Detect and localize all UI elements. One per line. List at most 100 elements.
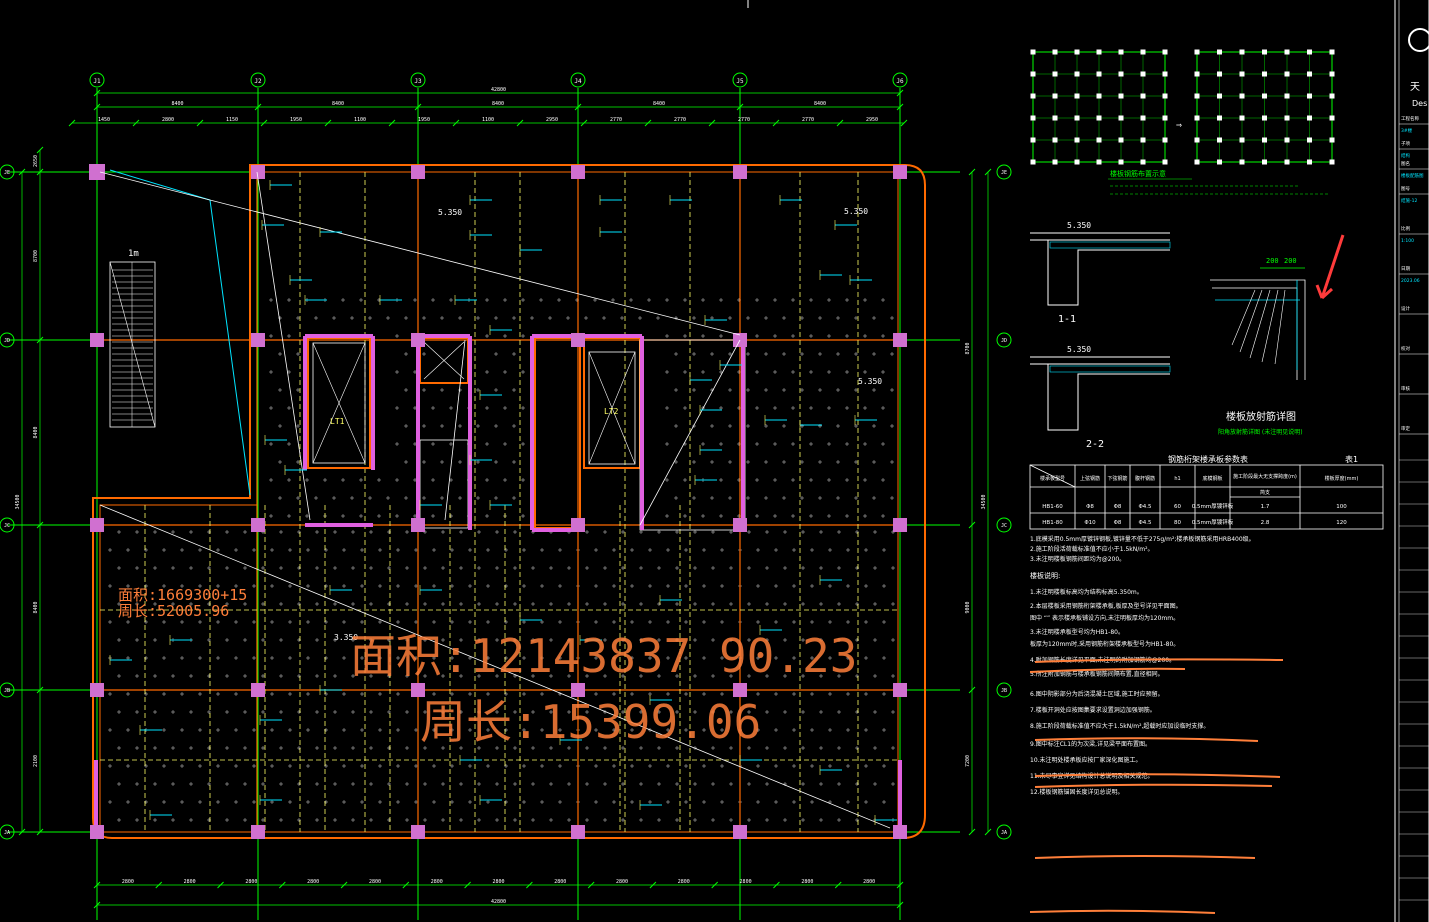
secondary-beam-layer <box>100 172 898 832</box>
dim-left-seg-tick <box>36 686 44 694</box>
title-block-value: 结构 <box>1401 152 1410 159</box>
shear-wall-layer <box>94 334 902 835</box>
small-perimeter-text: 周长:52005.96 <box>118 602 229 620</box>
title-block-value: 楼板配筋图 <box>1401 172 1424 179</box>
table-header-cell: 楼板厚度(mm) <box>1325 475 1359 482</box>
dim-right-seg-text: 8700 <box>965 342 971 354</box>
thumb-node <box>1194 93 1200 99</box>
shaft-a-cross <box>423 341 465 380</box>
dim-bottom-seg-tick <box>773 881 780 889</box>
dim-top-detail-text: 1950 <box>418 117 430 123</box>
dim-bottom-seg-text: 2800 <box>184 879 196 885</box>
table-subheader-cell: 简支 <box>1260 489 1270 496</box>
thumb-node <box>1030 49 1036 55</box>
thumb-node <box>1140 93 1146 99</box>
dim-top-detail-tick <box>516 119 524 127</box>
column <box>251 518 265 532</box>
dim-top-detail-tick <box>388 119 396 127</box>
slab-lt1-label: LT1 <box>330 417 345 426</box>
column <box>90 518 104 532</box>
thumb-node <box>1194 159 1200 165</box>
notes-item: 2.本层楼板采用钢筋桁架楼承板,板厚及型号详见平面图。 <box>1030 602 1182 610</box>
notes-item: 3.未注明楼承板型号均为HB1-80。 <box>1030 628 1124 636</box>
dim-top-seg-tick <box>896 103 904 111</box>
thumb-node <box>1162 115 1168 121</box>
dim-bottom-seg-tick <box>896 881 904 889</box>
column <box>571 683 585 697</box>
thumb-node <box>1239 49 1245 55</box>
dim-bottom-seg-text: 2800 <box>369 879 381 885</box>
thumb-node <box>1140 159 1146 165</box>
dim-bottom-seg-text: 2800 <box>122 879 134 885</box>
dim-top-detail-text: 2770 <box>674 117 686 123</box>
column <box>893 333 907 347</box>
slab-layout-thumbnails: ⇒ 楼板钢筋布置示意 <box>1030 49 1335 195</box>
stair-break-line <box>109 261 156 428</box>
core-opening-right-inner <box>588 351 636 465</box>
dim-left-seg-text: 2100 <box>33 755 39 767</box>
thumb-node <box>1074 159 1080 165</box>
thumb-node <box>1118 159 1124 165</box>
shear-wall-edge <box>94 760 902 835</box>
notes-item: 7.楼板开洞处应按图集要求设置洞边加强钢筋。 <box>1030 706 1156 714</box>
dim-bottom-overall-tick <box>93 901 101 909</box>
column <box>90 683 104 697</box>
notes-item: 9.图中标注CL1的为次梁,详见梁平面布置图。 <box>1030 740 1151 748</box>
dim-left-seg-tick <box>36 521 44 529</box>
axis-bubble-top <box>410 72 426 88</box>
notes-item: 1.未注明楼板标高均为结构标高5.350m。 <box>1030 588 1143 596</box>
axis-bubble-top <box>89 72 105 88</box>
notes-block: 1.底模采用0.5mm厚镀锌钢板,镀锌量不低于275g/m²;楼承板钢筋采用HR… <box>1030 535 1255 796</box>
column <box>571 165 585 179</box>
axis-bubble-right <box>996 824 1012 840</box>
thumb-node <box>1074 115 1080 121</box>
dim-top-detail-tick <box>580 119 588 127</box>
column <box>90 825 104 839</box>
dim-bottom-seg-tick <box>340 881 348 889</box>
note-pre-line: 1.底模采用0.5mm厚镀锌钢板,镀锌量不低于275g/m²;楼承板钢筋采用HR… <box>1030 535 1255 543</box>
table-header-cell: 楼承板型号 <box>1040 475 1065 482</box>
thumb-node <box>1284 137 1290 143</box>
table-cell: 2.8 <box>1261 520 1270 526</box>
small-area-text: 面积:1669300+15 <box>118 586 247 604</box>
table-cell: 0.5mm厚镀锌板 <box>1192 518 1234 526</box>
dim-top-seg-text: 8400 <box>653 101 665 107</box>
section-2-2: 5.350 2-2 <box>1030 345 1171 450</box>
thumb-node <box>1052 115 1058 121</box>
title-block-label: 图名 <box>1401 160 1410 167</box>
thumb-node <box>1217 115 1222 121</box>
dim-left-seg-text: 8400 <box>33 426 39 438</box>
thumb-node <box>1217 159 1222 165</box>
thumb-node <box>1194 137 1200 143</box>
notes-header: 楼板说明: <box>1030 571 1060 580</box>
dim-top-detail-tick <box>836 119 844 127</box>
section-2-label: 2-2 <box>1086 439 1104 450</box>
table-cell: Φ8 <box>1114 520 1122 526</box>
column <box>411 683 425 697</box>
dim-bottom-seg-tick <box>526 881 533 889</box>
axis-bubble-left <box>0 682 15 698</box>
thumb-node <box>1162 93 1168 99</box>
dim-bottom-seg-text: 2800 <box>863 879 875 885</box>
slab-lt2-label: LT2 <box>604 407 619 416</box>
stair-label: 1m <box>128 249 139 259</box>
dim-right-seg-tick <box>968 521 976 529</box>
dim-bottom-seg-text: 2800 <box>616 879 628 885</box>
title-block-value: 2023.06 <box>1401 278 1420 284</box>
table-cell: Φ4.5 <box>1138 520 1152 526</box>
dim-top-seg-tick <box>414 103 422 111</box>
dim-left-seg-tick <box>36 336 44 344</box>
dim-right-seg-text: 7200 <box>965 755 971 767</box>
thumb-node <box>1030 115 1036 121</box>
thumb-node <box>1217 137 1222 143</box>
axis-label-right: JA <box>1001 830 1007 836</box>
dim-top-seg-text: 8400 <box>814 101 826 107</box>
core-opening-left-inner <box>312 342 366 464</box>
thumb-node <box>1284 71 1290 77</box>
dim-bottom-seg-tick <box>464 881 471 889</box>
notes-item: 12.楼板钢筋锚固长度详见总说明。 <box>1030 788 1124 796</box>
thumb-node <box>1194 49 1200 55</box>
